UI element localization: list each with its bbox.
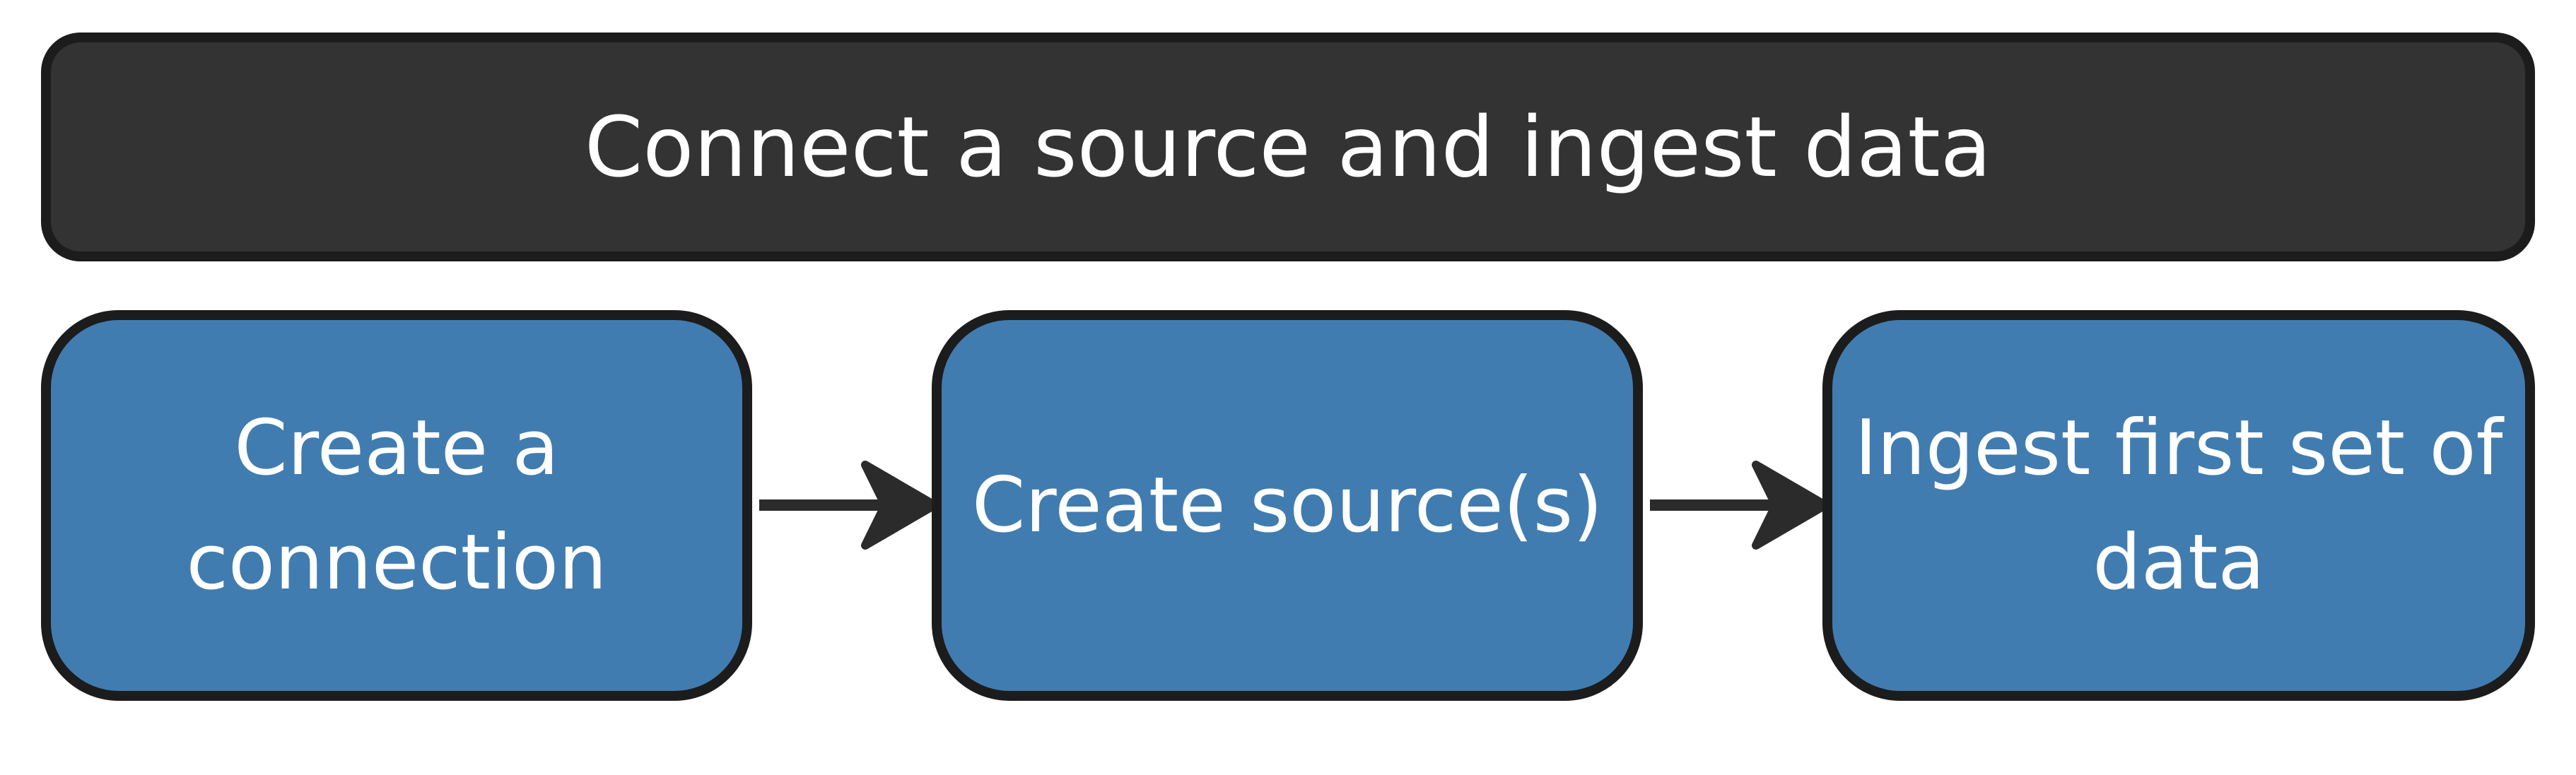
- step-ingest-data: Ingest first set of data: [1822, 310, 2535, 701]
- step-label: Create a connection: [186, 403, 607, 607]
- arrow-right-icon: [1650, 461, 1829, 550]
- header-title: Connect a source and ingest data: [584, 98, 1992, 196]
- step-create-connection: Create a connection: [41, 310, 752, 701]
- step-create-sources: Create source(s): [932, 310, 1643, 701]
- step-label: Ingest first set of data: [1854, 403, 2503, 607]
- arrow-right-icon: [759, 461, 939, 550]
- diagram-header: Connect a source and ingest data: [41, 32, 2535, 261]
- step-label: Create source(s): [971, 461, 1603, 550]
